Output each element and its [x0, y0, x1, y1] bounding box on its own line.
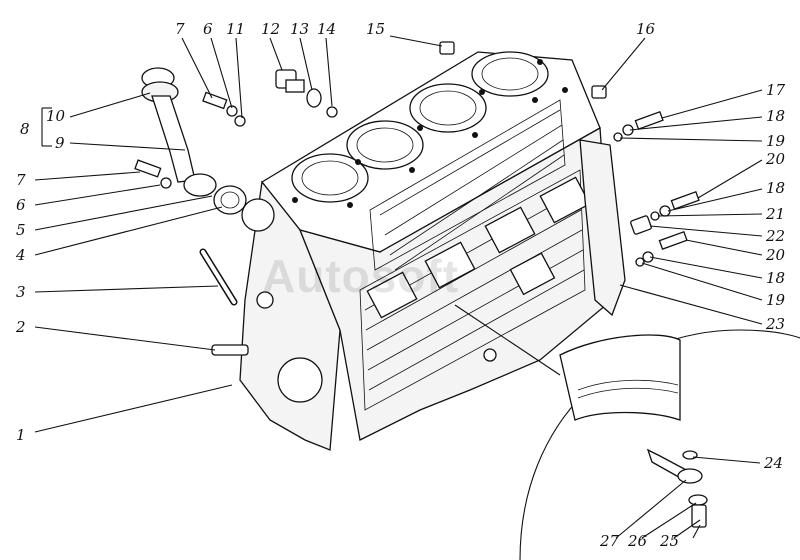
callout-11: 11: [226, 20, 245, 38]
callout-15: 15: [366, 20, 385, 38]
callout-23: 23: [765, 315, 785, 333]
callout-7a: 7: [16, 171, 26, 189]
callout-6a: 6: [16, 196, 26, 214]
callout-27: 27: [599, 532, 620, 550]
callout-13: 13: [290, 20, 309, 38]
watermark: Autosoft: [262, 250, 459, 302]
callout-14: 14: [317, 20, 336, 38]
crank-bore: [277, 357, 323, 403]
callout-5: 5: [16, 221, 26, 239]
callout-19b: 19: [766, 291, 786, 309]
bolt-set-left: [134, 159, 172, 189]
callout-12: 12: [261, 20, 280, 38]
callout-17: 17: [766, 81, 786, 99]
callout-21: 21: [765, 205, 785, 223]
callout-18a: 18: [766, 107, 785, 125]
detail-magnifier: [454, 304, 800, 560]
callout-8: 8: [20, 120, 30, 138]
callout-4: 4: [15, 246, 26, 264]
drain-fitting: [275, 69, 338, 118]
callout-2: 2: [15, 318, 26, 336]
side-boss: [483, 348, 497, 362]
callout-10: 10: [46, 107, 66, 125]
callout-1: 1: [16, 426, 26, 444]
bolt-set-right: [613, 110, 700, 267]
front-bore: [241, 198, 275, 232]
callout-20a: 20: [765, 150, 786, 168]
cylinder-block: [239, 51, 613, 451]
leader-lines: [34, 35, 763, 539]
callout-labels: 1 2 3 4 5 6 7 8 9 10 7 6 11 12 13 14 15 …: [15, 20, 786, 550]
water-outlet-pipe: [141, 67, 217, 197]
callout-26: 26: [627, 532, 648, 550]
gasket: [213, 185, 247, 215]
callout-18c: 18: [766, 269, 785, 287]
bolt-set-top: [202, 91, 246, 127]
oil-jet-assembly: [646, 448, 708, 528]
callout-22: 22: [765, 227, 785, 245]
dowel-pin: [199, 248, 238, 306]
top-plug: [439, 41, 455, 55]
rear-flange: [579, 139, 626, 317]
callout-18b: 18: [766, 179, 785, 197]
callout-9: 9: [55, 134, 65, 152]
deck-stud-holes: [292, 59, 568, 208]
shaft-pin: [211, 344, 249, 356]
callout-3: 3: [16, 283, 26, 301]
front-hole: [256, 291, 274, 309]
callout-16: 16: [636, 20, 656, 38]
callout-6b: 6: [203, 20, 213, 38]
callout-19a: 19: [766, 132, 786, 150]
side-windows: [366, 176, 591, 319]
callout-7b: 7: [175, 20, 185, 38]
callout-20b: 20: [765, 246, 786, 264]
cylinder-bores: [291, 51, 549, 203]
callout-24: 24: [763, 454, 783, 472]
callout-25: 25: [659, 532, 679, 550]
